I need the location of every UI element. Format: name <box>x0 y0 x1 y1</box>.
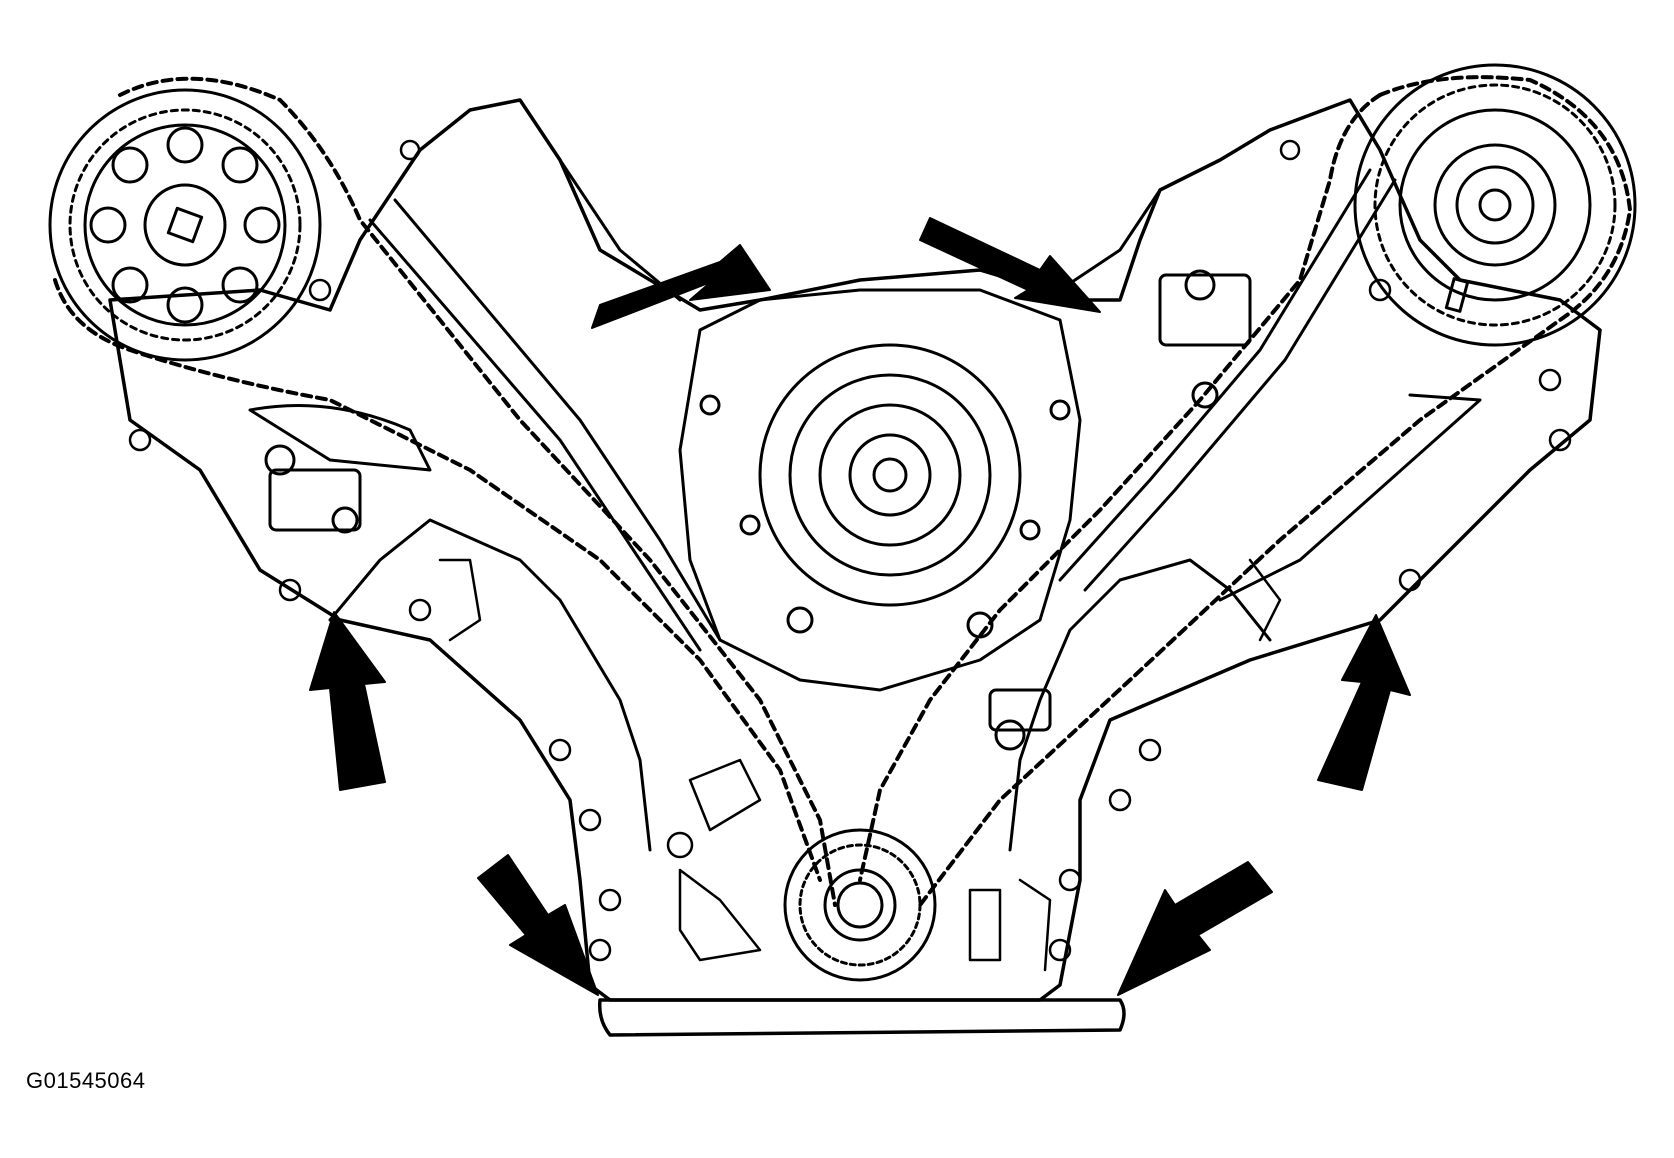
right-camshaft-sprocket <box>1353 63 1637 347</box>
lower-cover-details <box>438 558 1282 972</box>
arrow-lower-right <box>1117 861 1273 996</box>
chain-guides <box>248 168 1482 652</box>
left-camshaft-sprocket <box>48 88 322 362</box>
engine-block-outline <box>108 98 1602 1002</box>
oil-pan-rail <box>597 998 1126 1037</box>
arrow-upper-left <box>591 244 771 329</box>
mounting-bolt-holes <box>128 139 1572 962</box>
bolt-location-arrows <box>309 217 1411 996</box>
figure-id-label: G01545064 <box>26 1068 146 1093</box>
arrow-lower-left <box>477 854 599 996</box>
crankshaft-sprocket <box>783 828 937 982</box>
arrow-right-vertical <box>1317 614 1411 791</box>
left-timing-chain <box>53 76 837 907</box>
chain-tensioners <box>264 269 1252 751</box>
water-pump-pulley <box>678 288 1082 692</box>
right-timing-chain <box>858 75 1632 907</box>
arrow-upper-right <box>919 217 1101 313</box>
arrow-left-vertical <box>309 611 386 791</box>
